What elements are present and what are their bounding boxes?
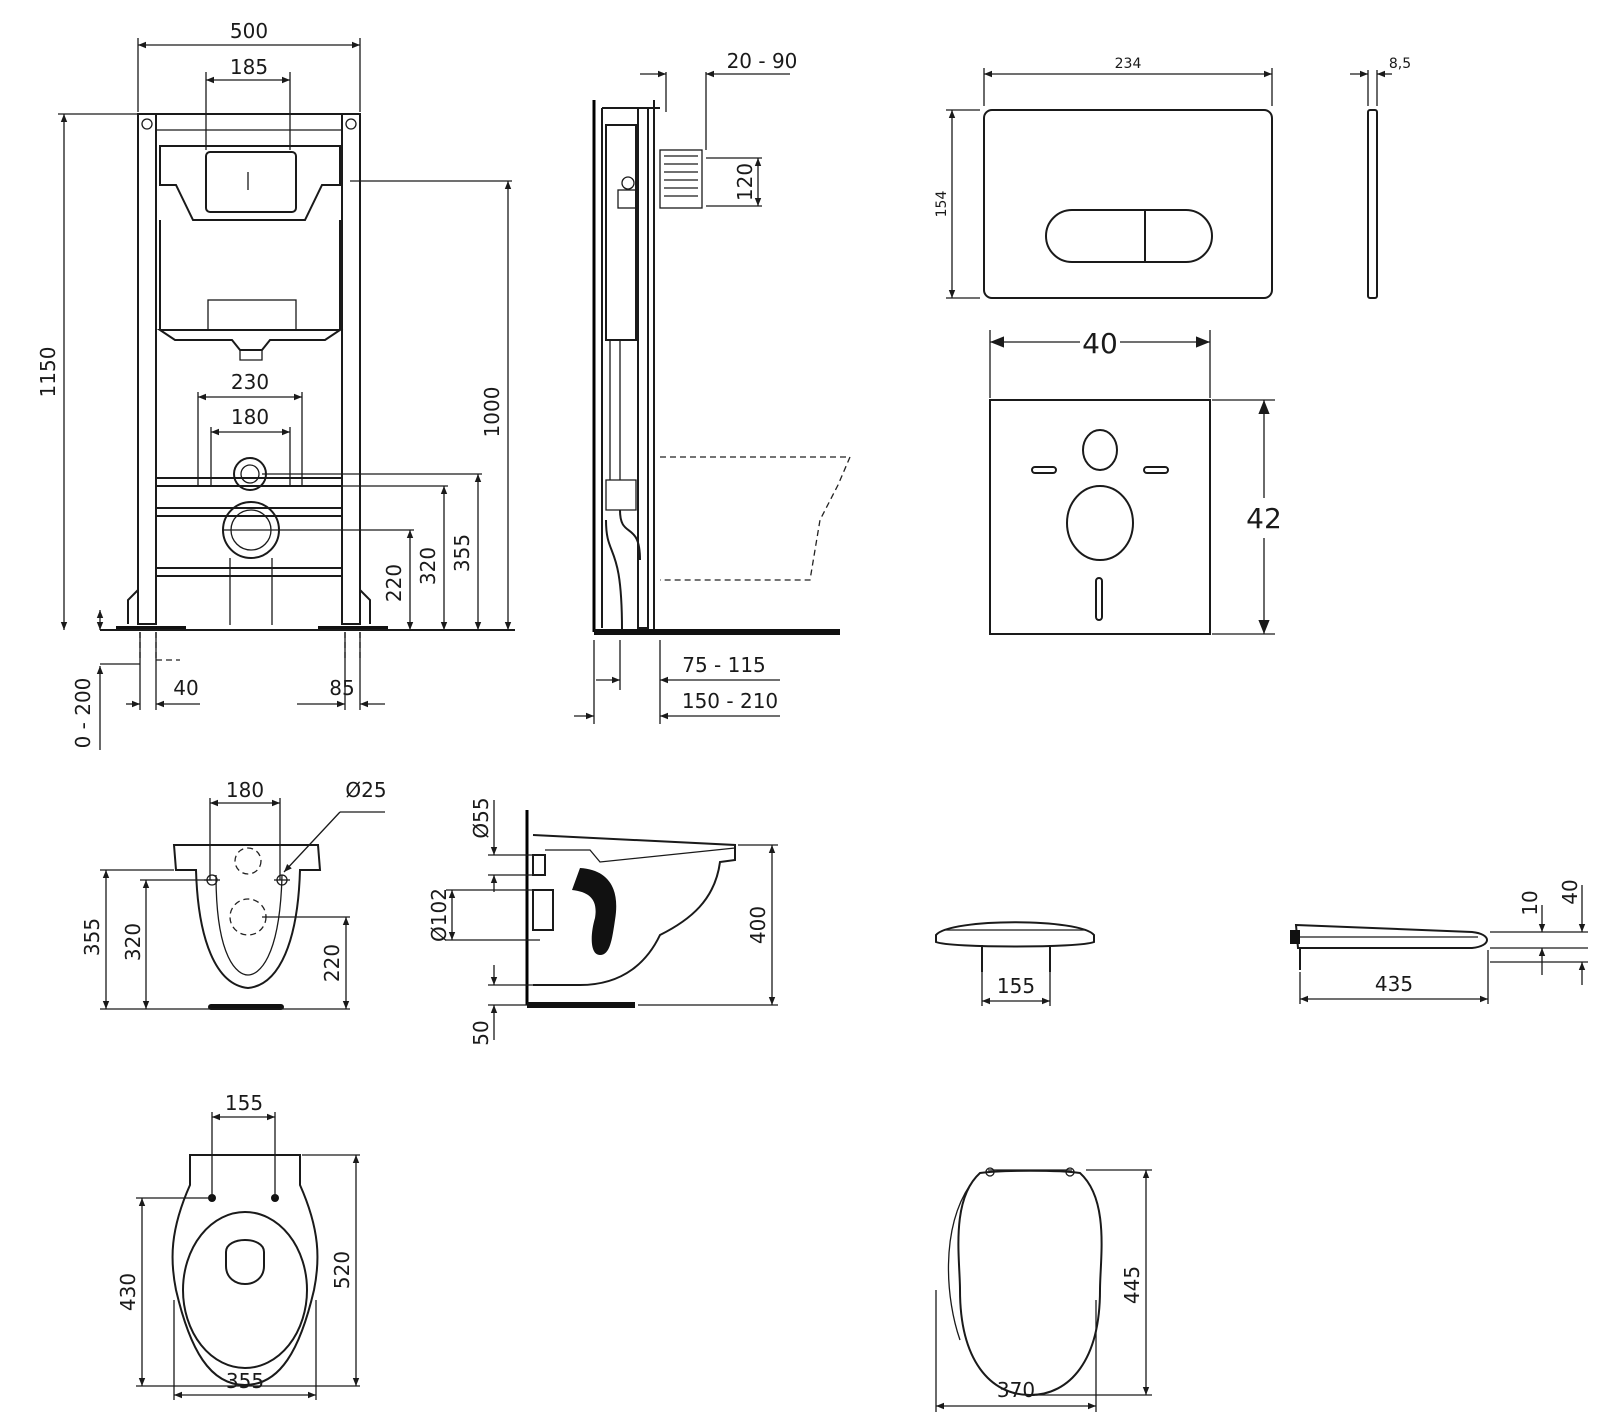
dim-d55: Ø55 <box>469 797 493 838</box>
dim-top-155: 155 <box>225 1091 263 1115</box>
dim-top-430: 430 <box>116 1273 140 1311</box>
dim-plate-thickness: 8,5 <box>1389 56 1411 72</box>
dim-foot-40: 40 <box>173 676 198 700</box>
dim-gasket-40: 40 <box>1082 327 1118 360</box>
seat-top-view: 445 370 <box>935 1167 1152 1412</box>
dim-seat-155: 155 <box>997 974 1035 998</box>
dim-top-355: 355 <box>226 1369 264 1393</box>
dim-seat-435: 435 <box>1375 972 1413 996</box>
dim-bowl-220: 220 <box>320 944 344 982</box>
dim-bowl-355: 355 <box>80 918 104 956</box>
dim-top-520: 520 <box>330 1251 354 1289</box>
dim-355: 355 <box>450 534 474 572</box>
dim-bowl-d25: Ø25 <box>345 778 386 802</box>
frame-front-view: 500 185 1150 1000 230 180 355 320 220 0 … <box>36 19 515 750</box>
dim-seat-445: 445 <box>1120 1266 1144 1304</box>
dim-150-210: 150 - 210 <box>682 689 778 713</box>
dim-1000: 1000 <box>480 387 504 438</box>
dim-220: 220 <box>382 564 406 602</box>
dim-seat-10: 10 <box>1518 890 1542 915</box>
dim-seat-40: 40 <box>1558 879 1582 904</box>
frame-side-view: 20 - 90 120 75 - 115 150 - 210 <box>574 49 851 724</box>
dim-20-90: 20 - 90 <box>727 49 798 73</box>
dim-320: 320 <box>416 547 440 585</box>
dim-180: 180 <box>231 405 269 429</box>
seat-front-view: 155 <box>935 921 1095 1006</box>
bowl-front-view: 180 Ø25 355 320 220 <box>80 778 387 1010</box>
dim-plate-154: 154 <box>934 191 950 218</box>
dim-d102: Ø102 <box>427 888 451 942</box>
dim-230: 230 <box>231 370 269 394</box>
dim-75-115: 75 - 115 <box>682 653 766 677</box>
gasket-view: 40 42 <box>989 327 1282 635</box>
dim-plate-234: 234 <box>1115 56 1142 72</box>
dim-gasket-42: 42 <box>1246 502 1282 535</box>
dim-185: 185 <box>230 55 268 79</box>
flush-plate-view: 234 154 8,5 <box>934 56 1411 299</box>
dim-height-1150: 1150 <box>36 347 60 398</box>
dim-seat-370: 370 <box>997 1378 1035 1402</box>
dim-bowl-320: 320 <box>121 923 145 961</box>
dim-gap-50: 50 <box>469 1020 493 1045</box>
dim-width-500: 500 <box>230 19 268 43</box>
dim-foot-85: 85 <box>329 676 354 700</box>
dim-bowl-180: 180 <box>226 778 264 802</box>
bowl-side-view: Ø55 Ø102 400 50 <box>427 797 778 1046</box>
seat-side-view: 435 10 40 <box>1290 879 1588 1004</box>
dim-leg-adjust: 0 - 200 <box>71 678 95 749</box>
dim-bowl-400: 400 <box>746 906 770 944</box>
dim-120: 120 <box>733 163 757 201</box>
bowl-top-view: 155 430 520 355 <box>116 1091 360 1400</box>
